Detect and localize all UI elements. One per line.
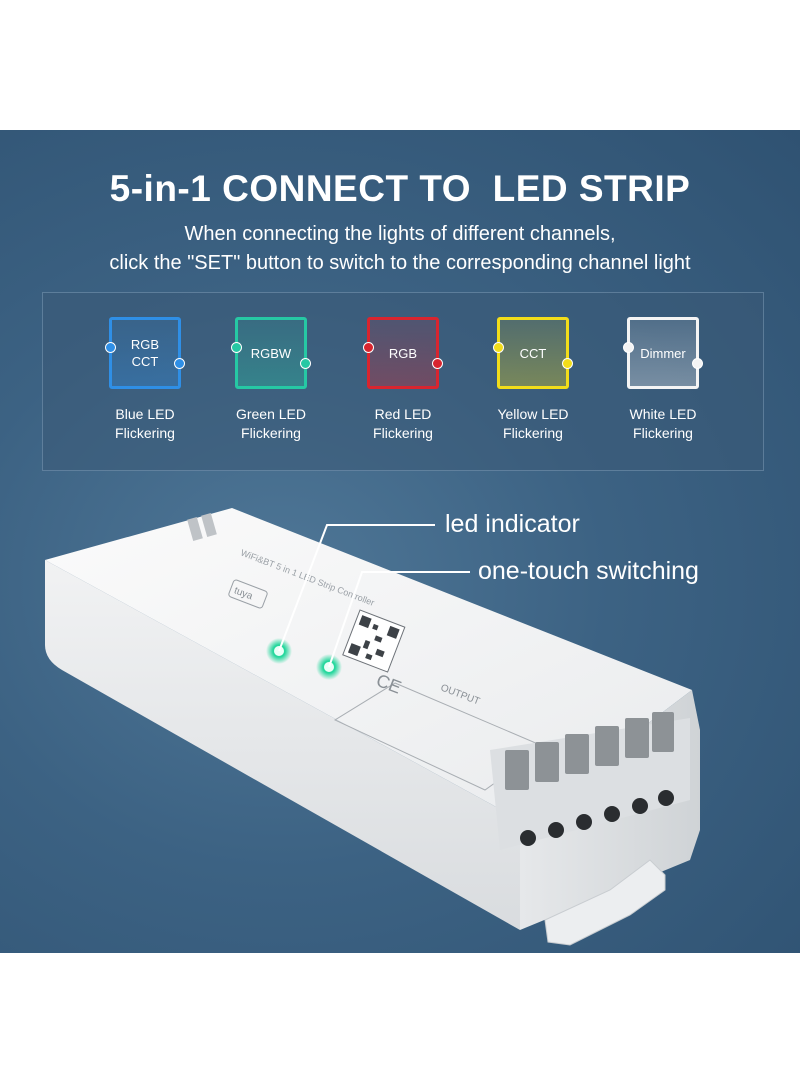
mode-rgbw-caption: Green LED Flickering bbox=[235, 406, 307, 441]
mode-rgbw-label: RGBW bbox=[250, 345, 292, 361]
channel-modes-panel: RGB CCT Blue LED Flickering RGBW Green L… bbox=[42, 292, 764, 471]
led-dot-icon bbox=[692, 358, 703, 369]
callout-line-switch bbox=[328, 571, 470, 668]
device-front-face bbox=[45, 560, 520, 930]
mode-rgb-box: RGB bbox=[363, 317, 443, 389]
mode-dimmer-caption: White LED Flickering bbox=[629, 406, 697, 441]
led-dot-icon bbox=[300, 358, 311, 369]
subtitle-line-1: When connecting the lights of different … bbox=[184, 223, 616, 245]
led-dot-icon bbox=[363, 342, 374, 353]
mode-rgbw: RGBW Green LED Flickering bbox=[221, 317, 321, 443]
mode-rgbw-box: RGBW bbox=[231, 317, 311, 389]
mode-rgbcct-label: RGB CCT bbox=[130, 337, 160, 369]
callout-one-touch-switching: one-touch switching bbox=[478, 557, 699, 585]
led-dot-icon bbox=[562, 358, 573, 369]
callout-led-indicator: led indicator bbox=[445, 510, 580, 538]
led-dot-icon bbox=[105, 342, 116, 353]
mode-rgb-caption: Red LED Flickering bbox=[373, 406, 433, 441]
callout-line-led bbox=[278, 524, 435, 652]
mode-rgbcct-caption: Blue LED Flickering bbox=[115, 406, 175, 441]
mode-rgbcct-box: RGB CCT bbox=[105, 317, 185, 389]
led-dot-icon bbox=[493, 342, 504, 353]
mode-rgb: RGB Red LED Flickering bbox=[353, 317, 453, 443]
mode-cct-caption: Yellow LED Flickering bbox=[497, 406, 569, 441]
qr-code-icon bbox=[342, 609, 406, 673]
mode-rgbcct: RGB CCT Blue LED Flickering bbox=[95, 317, 195, 443]
mode-cct: CCT Yellow LED Flickering bbox=[483, 317, 583, 443]
product-banner: 5-in-1 CONNECT TO LED STRIP When connect… bbox=[0, 130, 800, 953]
mounting-tab bbox=[544, 859, 666, 946]
mode-dimmer: Dimmer White LED Flickering bbox=[613, 317, 713, 443]
led-dot-icon bbox=[231, 342, 242, 353]
page-title: 5-in-1 CONNECT TO LED STRIP bbox=[109, 168, 691, 209]
mode-cct-box: CCT bbox=[493, 317, 573, 389]
terminal-block bbox=[490, 712, 690, 850]
mode-rgb-label: RGB bbox=[388, 345, 418, 361]
mode-cct-label: CCT bbox=[519, 345, 547, 361]
mode-dimmer-label: Dimmer bbox=[640, 345, 686, 361]
led-dot-icon bbox=[623, 342, 634, 353]
led-dot-icon bbox=[174, 358, 185, 369]
subtitle-line-2: click the "SET" button to switch to the … bbox=[109, 252, 691, 274]
led-dot-icon bbox=[432, 358, 443, 369]
led-controller-device: OUTPUT WiFi&BT 5 in 1 LED Strip Controll… bbox=[45, 508, 700, 946]
mode-dimmer-box: Dimmer bbox=[623, 317, 703, 389]
